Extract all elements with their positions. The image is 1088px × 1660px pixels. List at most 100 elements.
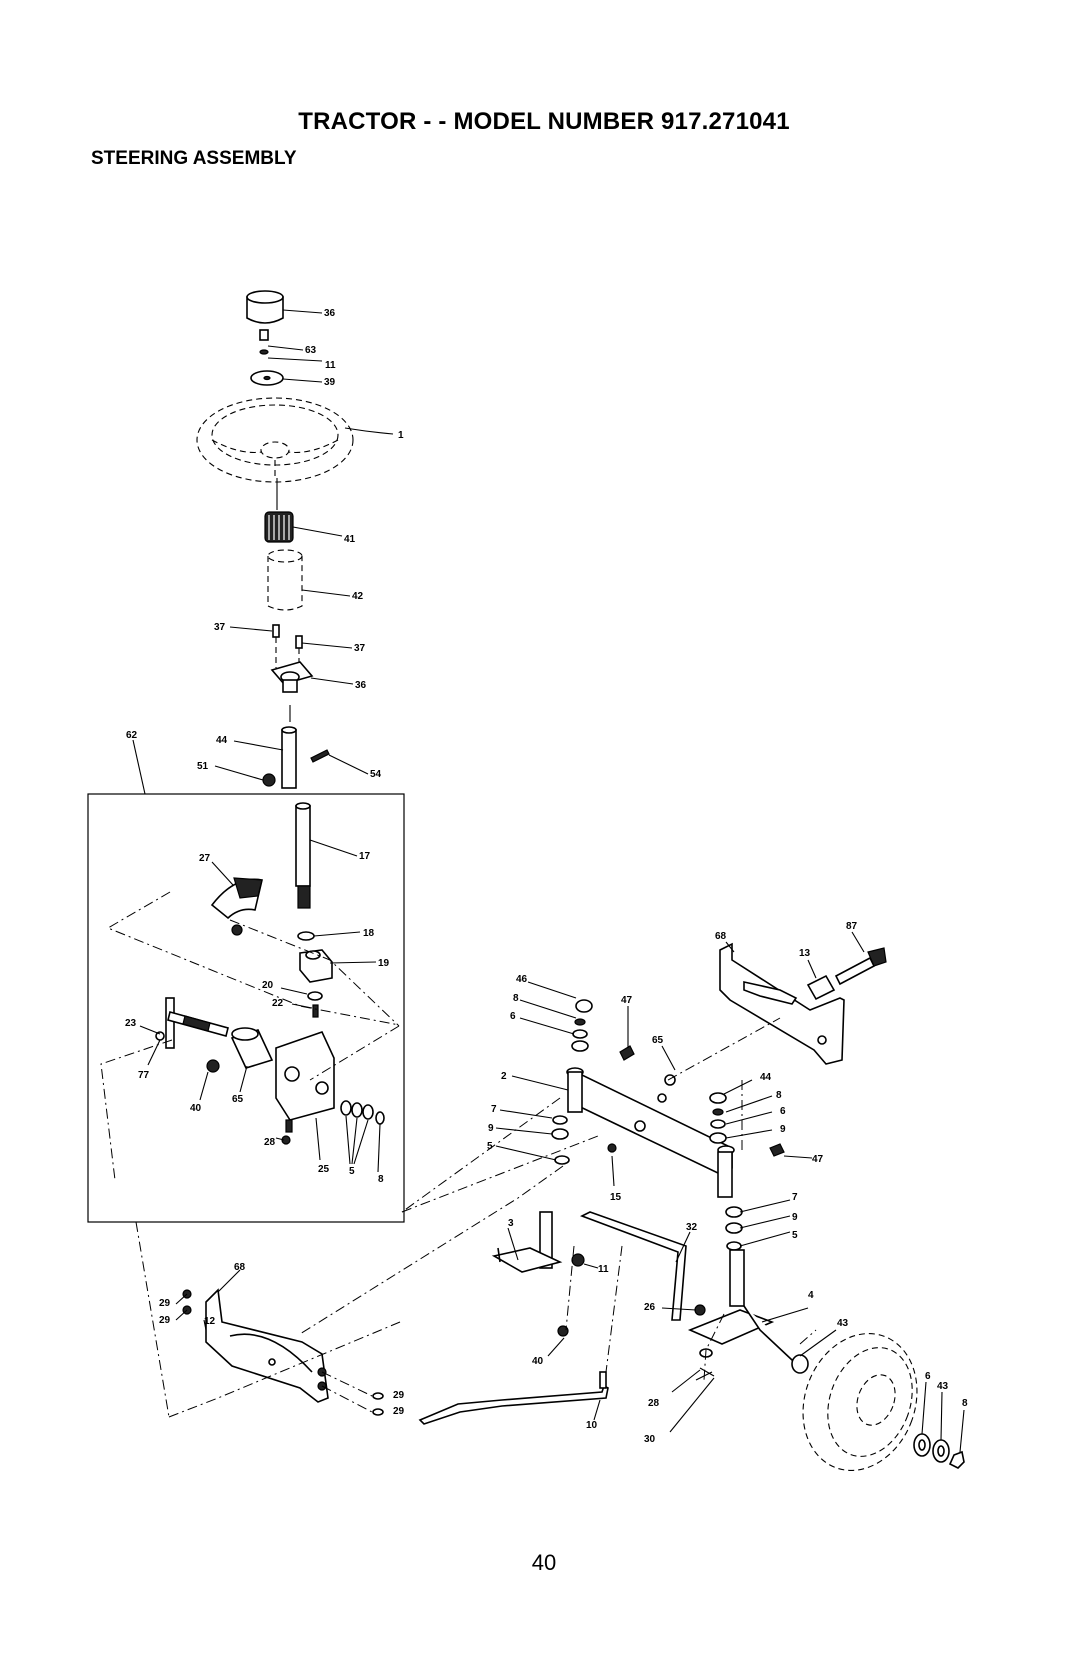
tie-rod-part <box>420 1372 608 1424</box>
callout-18: 18 <box>363 928 375 939</box>
callout-11: 11 <box>325 360 336 371</box>
callout-37: 37 <box>354 643 366 654</box>
callout-68: 68 <box>715 931 727 942</box>
lower-frame-bracket-part <box>206 1290 328 1402</box>
pinion-shaft-part <box>296 803 310 908</box>
gear-shaft-part <box>156 998 228 1048</box>
callout-46: 46 <box>516 974 528 985</box>
washer-part <box>251 371 283 385</box>
callout-9: 9 <box>488 1123 494 1134</box>
callout-37: 37 <box>214 622 226 633</box>
bolt-87-part <box>836 948 886 984</box>
callout-40: 40 <box>532 1356 544 1367</box>
callout-labels: 36 63 11 39 1 41 42 37 37 36 62 44 51 54… <box>125 308 968 1445</box>
callout-8: 8 <box>962 1398 968 1409</box>
callout-25: 25 <box>318 1164 330 1175</box>
callout-8: 8 <box>776 1090 782 1101</box>
callout-32: 32 <box>686 1222 698 1233</box>
support-bolts-part <box>273 625 302 668</box>
callout-28: 28 <box>648 1398 660 1409</box>
callout-68: 68 <box>234 1262 246 1273</box>
axle-part <box>567 1068 734 1197</box>
callout-4: 4 <box>808 1290 814 1301</box>
callout-23: 23 <box>125 1018 137 1029</box>
callout-29: 29 <box>393 1406 405 1417</box>
callout-40: 40 <box>190 1103 202 1114</box>
callout-62: 62 <box>126 730 138 741</box>
spacer-part <box>232 1028 272 1068</box>
callout-13: 13 <box>799 948 811 959</box>
left-spindle-part <box>494 1212 560 1272</box>
callout-26: 26 <box>644 1302 656 1313</box>
nut-40-part <box>207 1060 219 1072</box>
washer-43-part <box>792 1355 808 1373</box>
spacer-13-part <box>808 976 834 999</box>
callout-43: 43 <box>937 1381 949 1392</box>
callout-15: 15 <box>610 1192 622 1203</box>
right-spindle-part <box>690 1250 800 1360</box>
callout-9: 9 <box>780 1124 786 1135</box>
washer-18-part <box>298 932 314 940</box>
callout-43: 43 <box>837 1318 849 1329</box>
callout-65: 65 <box>652 1035 664 1046</box>
callout-29: 29 <box>159 1298 171 1309</box>
bracket-part <box>276 1032 334 1120</box>
upper-leaders <box>215 310 393 780</box>
callout-29: 29 <box>393 1390 405 1401</box>
callout-29: 29 <box>159 1315 171 1326</box>
callout-44: 44 <box>216 735 228 746</box>
bushing-part <box>268 550 302 610</box>
callout-47: 47 <box>812 1154 824 1165</box>
sector-gear-part <box>212 878 262 935</box>
callout-51: 51 <box>197 761 209 772</box>
callout-54: 54 <box>370 769 382 780</box>
callout-19: 19 <box>378 958 390 969</box>
callout-8: 8 <box>513 993 519 1004</box>
callout-22: 22 <box>272 998 284 1009</box>
callout-10: 10 <box>586 1420 598 1431</box>
callout-8: 8 <box>378 1174 384 1185</box>
callout-28: 28 <box>264 1137 276 1148</box>
nut-part <box>263 774 275 786</box>
callout-65: 65 <box>232 1094 244 1105</box>
callout-77: 77 <box>138 1070 150 1081</box>
washer-20-part <box>308 992 322 1017</box>
steering-adapter-part <box>265 512 293 542</box>
callout-36: 36 <box>355 680 367 691</box>
page-number: 40 <box>0 1550 1088 1576</box>
callout-5: 5 <box>487 1141 493 1152</box>
callout-2: 2 <box>501 1071 507 1082</box>
shaft-bolt-part <box>311 750 329 762</box>
steering-shaft-part <box>282 727 296 788</box>
upper-frame-bracket-part <box>720 944 844 1064</box>
callout-9: 9 <box>792 1212 798 1223</box>
callout-17: 17 <box>359 851 371 862</box>
callout-42: 42 <box>352 591 364 602</box>
gear-assembly-inset <box>88 740 404 1222</box>
callout-12: 12 <box>204 1316 216 1327</box>
callout-7: 7 <box>491 1104 497 1115</box>
callout-3: 3 <box>508 1218 514 1229</box>
callout-87: 87 <box>846 921 858 932</box>
callout-27: 27 <box>199 853 211 864</box>
callout-20: 20 <box>262 980 274 991</box>
callout-6: 6 <box>780 1106 786 1117</box>
callout-63: 63 <box>305 345 317 356</box>
callout-7: 7 <box>792 1192 798 1203</box>
wheel-washers-part <box>914 1434 964 1468</box>
callout-11: 11 <box>598 1264 609 1275</box>
cap-bolt-part <box>260 330 268 354</box>
washers-5-part <box>341 1101 384 1124</box>
callout-6: 6 <box>510 1011 516 1022</box>
callout-6: 6 <box>925 1371 931 1382</box>
front-wheel-part <box>784 1317 935 1486</box>
callout-30: 30 <box>644 1434 656 1445</box>
steering-wheel-part <box>197 398 353 482</box>
steering-cap-part <box>247 291 283 323</box>
callout-47: 47 <box>621 995 633 1006</box>
callout-39: 39 <box>324 377 336 388</box>
steering-support-part <box>272 662 312 692</box>
callout-41: 41 <box>344 534 356 545</box>
callout-36: 36 <box>324 308 336 319</box>
